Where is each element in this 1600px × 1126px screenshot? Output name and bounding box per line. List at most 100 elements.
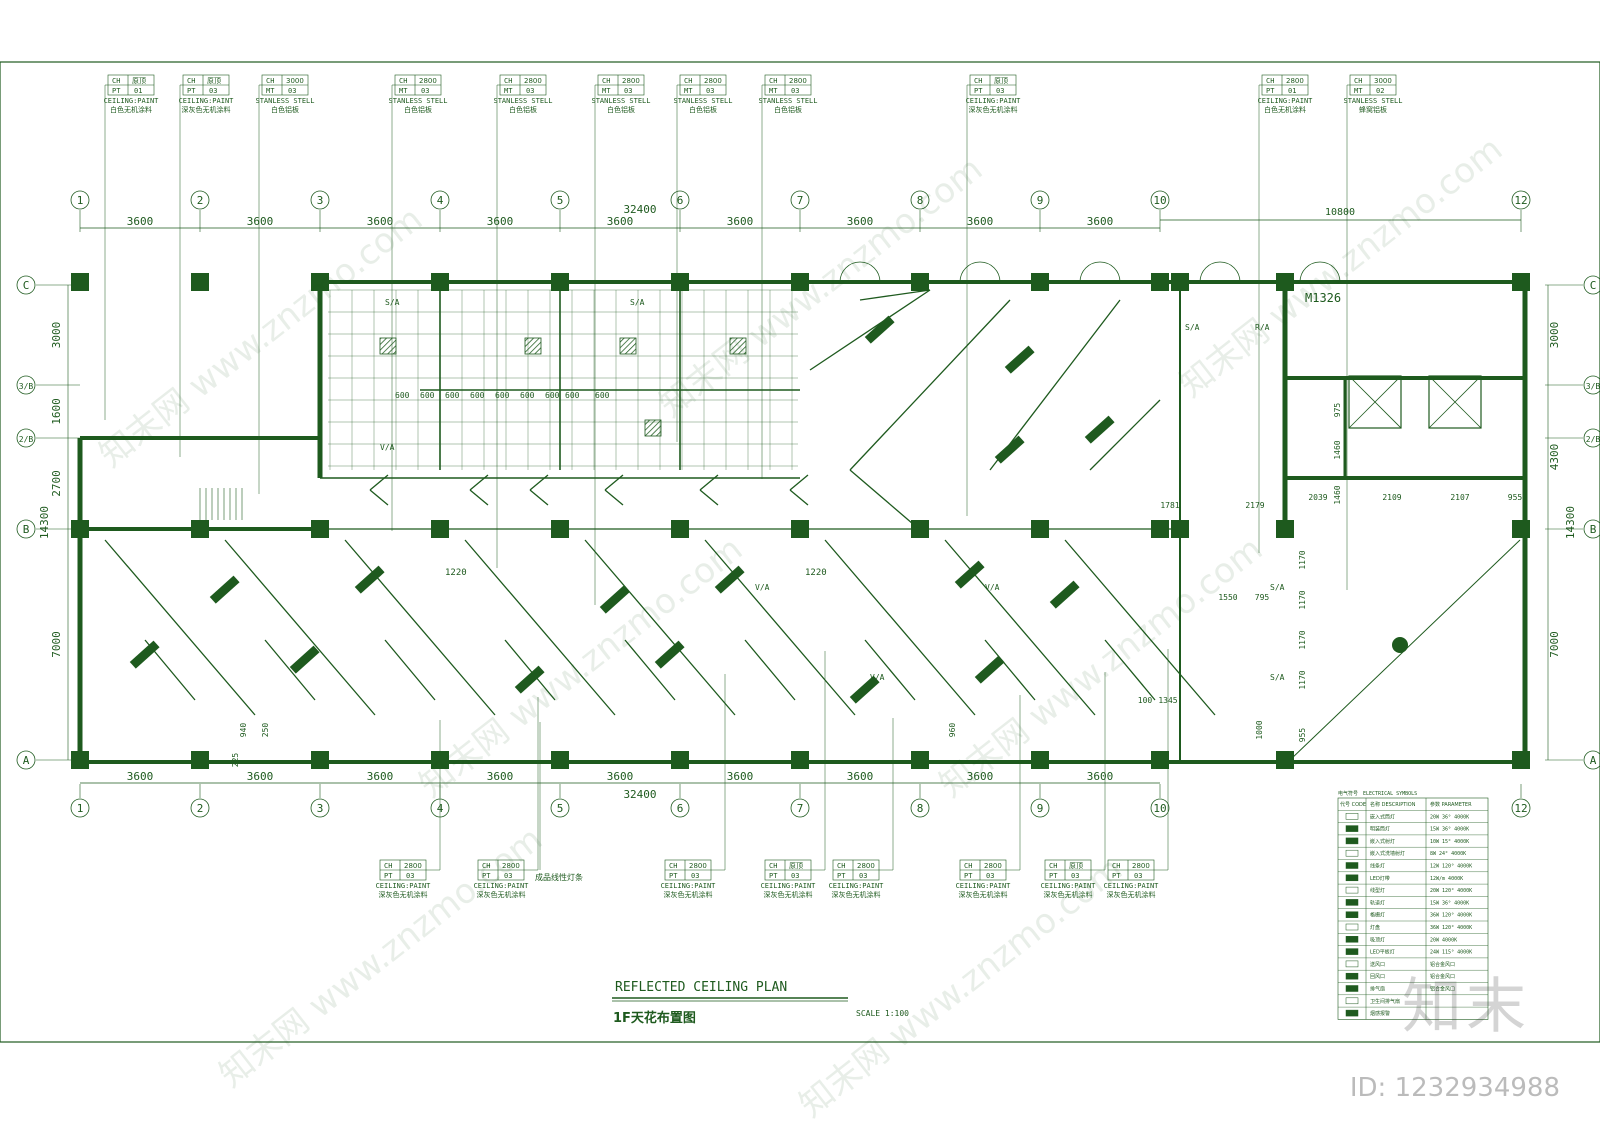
dim-text: 3600 <box>487 770 514 783</box>
tag-ch-value: 原顶 <box>789 862 803 870</box>
tag-code: 03 <box>996 87 1004 95</box>
linear-light <box>104 539 256 716</box>
tag-material: CEILING:PAINT <box>104 97 160 105</box>
detail-dim: 1460 <box>1333 485 1342 504</box>
light-fixture <box>864 315 895 344</box>
legend-param: 20W 120° 4000K <box>1430 888 1472 894</box>
grid-bubble <box>1511 190 1531 210</box>
tag-ch-value: 2800 <box>704 77 722 85</box>
grid-bubble <box>310 798 330 818</box>
dim-text: 3600 <box>607 770 634 783</box>
grid-bubble <box>190 798 210 818</box>
grid-label: B <box>1590 523 1597 536</box>
tag-leader <box>391 84 395 531</box>
legend-param: 15W 36° 4000K <box>1430 900 1469 906</box>
light-fixture <box>354 565 385 594</box>
structural-column <box>1151 273 1169 291</box>
legend-param: 8W 24° 4000K <box>1430 851 1466 857</box>
legend-desc: 烟感报警 <box>1370 1010 1390 1017</box>
tag-code: 03 <box>986 872 994 880</box>
legend-symbol <box>1345 1009 1359 1017</box>
dim-text: 3600 <box>247 770 274 783</box>
legend-param: 10W 15° 4000K <box>1430 839 1469 845</box>
tag-material: CEILING:PAINT <box>956 882 1012 890</box>
dim-text: 3600 <box>487 215 514 228</box>
tag-code: 03 <box>406 872 414 880</box>
tag-pt: MT <box>684 87 693 95</box>
detail-dim: 1781 <box>1160 501 1179 510</box>
tag-pt: MT <box>769 87 778 95</box>
light-fixture <box>714 565 745 594</box>
detail-dim: 225 <box>231 753 240 768</box>
structural-column <box>911 273 929 291</box>
linear-light <box>989 299 1121 471</box>
grid-label: 1 <box>77 194 84 207</box>
tag-code: 03 <box>791 872 799 880</box>
title-block: REFLECTED CEILING PLAN 1F天花布置图 SCALE 1:1… <box>612 980 909 1026</box>
door-swing <box>979 261 1001 283</box>
tag-pt: PT <box>1266 87 1275 95</box>
linear-light <box>369 474 389 491</box>
structural-column <box>911 751 929 769</box>
linear-light <box>984 639 1036 701</box>
tag-ch-value: 2800 <box>689 862 707 870</box>
vent-label: V/A <box>870 673 885 682</box>
tag-material: CEILING:PAINT <box>1258 97 1314 105</box>
tag-pt: PT <box>1049 872 1058 880</box>
tag-material-cn: 深灰色无机涂料 <box>969 105 1018 114</box>
tag-material-cn: 深灰色无机涂料 <box>1044 890 1093 899</box>
tile-dim: 600 <box>495 391 510 400</box>
tile-dim: 600 <box>445 391 460 400</box>
tag-ch-label: CH <box>1112 862 1120 870</box>
linear-light <box>789 474 809 491</box>
grid-label: 3/B <box>1586 382 1600 391</box>
tag-ch-label: CH <box>964 862 972 870</box>
tag-material-cn: 白色铝板 <box>689 105 717 114</box>
structural-column <box>1151 751 1169 769</box>
exhaust-fan <box>524 337 542 355</box>
grid-label: 2 <box>197 802 204 815</box>
dim-text: 3600 <box>967 215 994 228</box>
image-id: ID: 1232934988 <box>1349 1073 1560 1103</box>
grid-bubble <box>1583 519 1600 539</box>
tag-pt: MT <box>266 87 275 95</box>
tag-ch-value: 3000 <box>286 77 304 85</box>
tag-material-cn: 深灰色无机涂料 <box>379 890 428 899</box>
grid-bubble <box>670 798 690 818</box>
tag-pt: PT <box>964 872 973 880</box>
structural-column <box>311 273 329 291</box>
legend-param: 铝合金风口 <box>1430 986 1455 993</box>
tag-ch-value: 2800 <box>984 862 1002 870</box>
grid-bubble <box>790 798 810 818</box>
door-swing <box>839 261 861 283</box>
tag-material: STANLESS STELL <box>591 97 650 105</box>
linear-light <box>384 639 436 701</box>
elevator-cross <box>1348 375 1402 429</box>
tag-material-cn: 白色铝板 <box>509 105 537 114</box>
tag-ch-label: CH <box>1049 862 1057 870</box>
grid-bubble <box>16 519 36 539</box>
grid-bubble <box>70 798 90 818</box>
tag-ch-value: 2800 <box>419 77 437 85</box>
dim-text: 4300 <box>1548 444 1561 471</box>
tag-leader <box>496 84 500 568</box>
linear-light <box>264 639 316 701</box>
tag-code: 03 <box>288 87 296 95</box>
tag-code: 03 <box>859 872 867 880</box>
grid-label: 5 <box>557 802 564 815</box>
tag-ch-label: CH <box>399 77 407 85</box>
grid-label: 9 <box>1037 802 1044 815</box>
light-fixture <box>974 655 1005 684</box>
legend-symbol <box>1345 936 1359 943</box>
brand-logo: 知末 <box>1402 972 1530 1042</box>
tag-material: CEILING:PAINT <box>966 97 1022 105</box>
linear-light <box>369 489 389 506</box>
legend-symbol <box>1345 899 1359 906</box>
grid-bubble <box>1150 798 1170 818</box>
